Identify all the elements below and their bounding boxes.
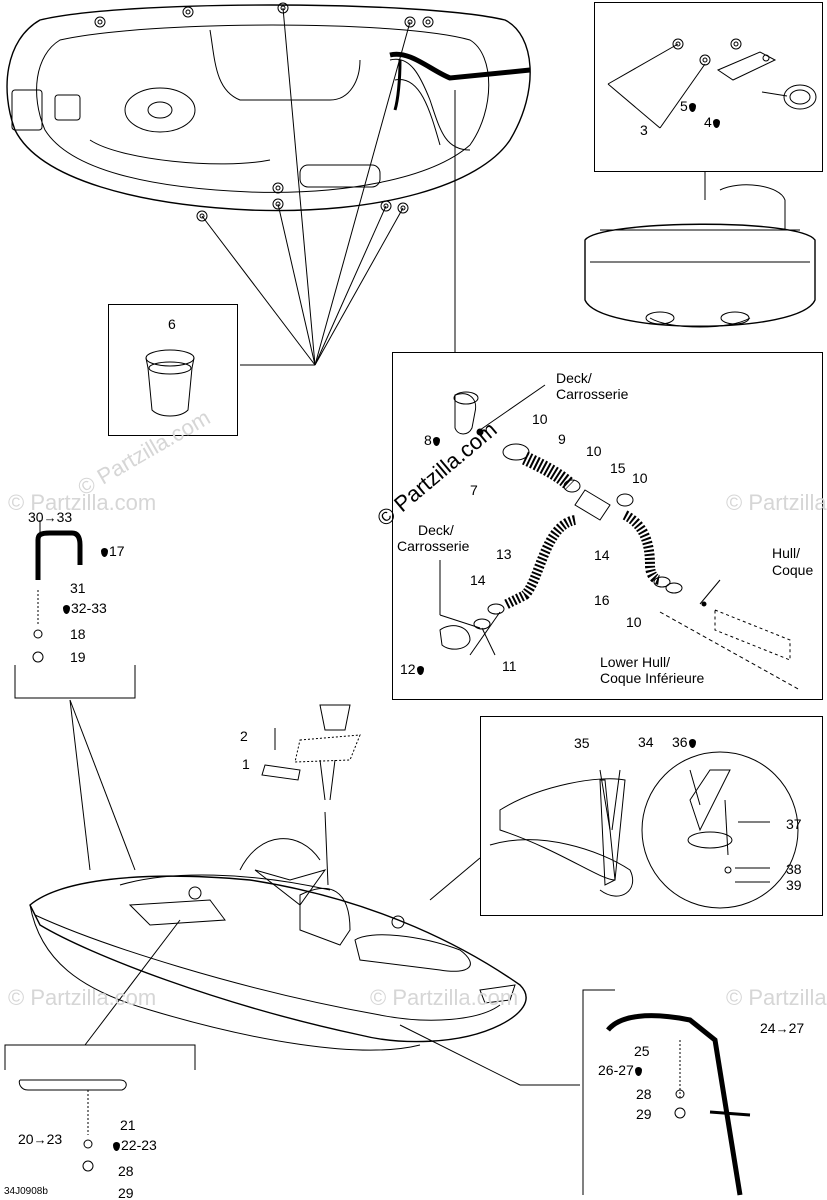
range-arrow-icon: →	[775, 1021, 789, 1036]
box-cup-holder	[108, 304, 238, 436]
callout-16: 16	[594, 592, 610, 608]
watermark-bottom-right: © Partzilla.com	[726, 985, 827, 1010]
watermark-left: © Partzilla.com	[8, 490, 157, 515]
callout-30-33: 30→33	[28, 509, 73, 525]
drawing-code: 34J0908b	[4, 1186, 48, 1197]
callout-3: 3	[640, 122, 648, 138]
callout-8: 8	[424, 432, 441, 448]
watermark-right: © Partzilla.com	[726, 490, 827, 515]
label-hull: Hull/	[772, 545, 801, 561]
callout-14a: 14	[594, 547, 610, 563]
callout-10c: 10	[632, 470, 648, 486]
callout-39: 39	[786, 877, 802, 893]
callout-17: 17	[100, 543, 125, 559]
label-coque-inferieure: Coque Inférieure	[600, 670, 705, 686]
callout-15: 15	[610, 460, 626, 476]
callout-19: 19	[70, 649, 86, 665]
callout-18: 18	[70, 626, 86, 642]
sealant-drop-icon	[432, 437, 440, 446]
callout-24-27: 24→27	[760, 1020, 805, 1036]
watermark-bottom-left: © Partzilla.com	[8, 985, 157, 1010]
callout-12: 12	[400, 661, 425, 677]
callout-2: 2	[240, 728, 248, 744]
callout-36: 36	[672, 734, 697, 750]
callout-32-33: 32-33	[62, 600, 107, 616]
tow-eye-assembly	[607, 38, 817, 129]
callout-9: 9	[558, 431, 566, 447]
box-vent-hoses	[392, 352, 823, 700]
callout-28b: 28	[636, 1086, 652, 1102]
callout-26-27: 26-27	[598, 1062, 643, 1078]
box-tow-eye	[594, 2, 823, 172]
callout-29b: 29	[636, 1106, 652, 1122]
watermark-bottom-mid: © Partzilla.com	[370, 985, 519, 1010]
callout-34: 34	[638, 734, 654, 750]
callout-35: 35	[574, 735, 590, 751]
callout-7: 7	[470, 482, 478, 498]
callout-4: 4	[704, 114, 721, 130]
sealant-drop-icon	[101, 548, 108, 557]
label-carrosserie-top: Carrosserie	[556, 386, 629, 402]
callout-6: 6	[168, 316, 176, 332]
callout-5: 5	[680, 98, 697, 114]
deck-top-view	[6, 2, 531, 222]
label-deck-left: Deck/	[418, 522, 454, 538]
callout-20-23: 20→23	[18, 1131, 63, 1147]
sealant-drop-icon	[63, 605, 70, 614]
sealant-drop-icon	[712, 119, 720, 128]
callout-22-23: 22-23	[112, 1137, 157, 1153]
callout-10d: 10	[626, 614, 642, 630]
callout-10b: 10	[586, 443, 602, 459]
sealant-drop-icon	[634, 1067, 642, 1076]
callout-38: 38	[786, 861, 802, 877]
boat-perspective	[29, 520, 580, 1086]
boat-rear-view	[584, 172, 816, 328]
label-carrosserie-left: Carrosserie	[397, 538, 470, 554]
range-arrow-icon: →	[43, 510, 57, 525]
callout-10a: 10	[532, 411, 548, 427]
cup-holder	[145, 349, 195, 417]
list-brackets	[4, 530, 751, 1196]
callout-1: 1	[242, 756, 250, 772]
label-deck-top: Deck/	[556, 370, 592, 386]
leaders-item6	[201, 7, 456, 366]
label-lower-hull: Lower Hull/	[600, 654, 671, 670]
label-coque: Coque	[772, 562, 814, 578]
vent-hose-assembly	[439, 384, 801, 691]
sealant-drop-icon	[416, 666, 424, 675]
range-arrow-icon: →	[33, 1132, 47, 1147]
box-pylon-detail	[480, 716, 823, 916]
sealant-drop-icon	[688, 739, 696, 748]
callout-14b: 14	[470, 572, 486, 588]
callout-25: 25	[634, 1043, 650, 1059]
callout-11: 11	[502, 658, 517, 674]
callout-28a: 28	[118, 1163, 134, 1179]
callout-21: 21	[120, 1117, 136, 1133]
callout-29a: 29	[118, 1185, 134, 1200]
sealant-drop-icon	[688, 103, 696, 112]
sealant-drop-icon	[113, 1142, 120, 1151]
callout-37: 37	[786, 816, 802, 832]
pylon-detail	[489, 751, 799, 909]
callout-31: 31	[70, 580, 86, 596]
callout-13: 13	[496, 546, 512, 562]
